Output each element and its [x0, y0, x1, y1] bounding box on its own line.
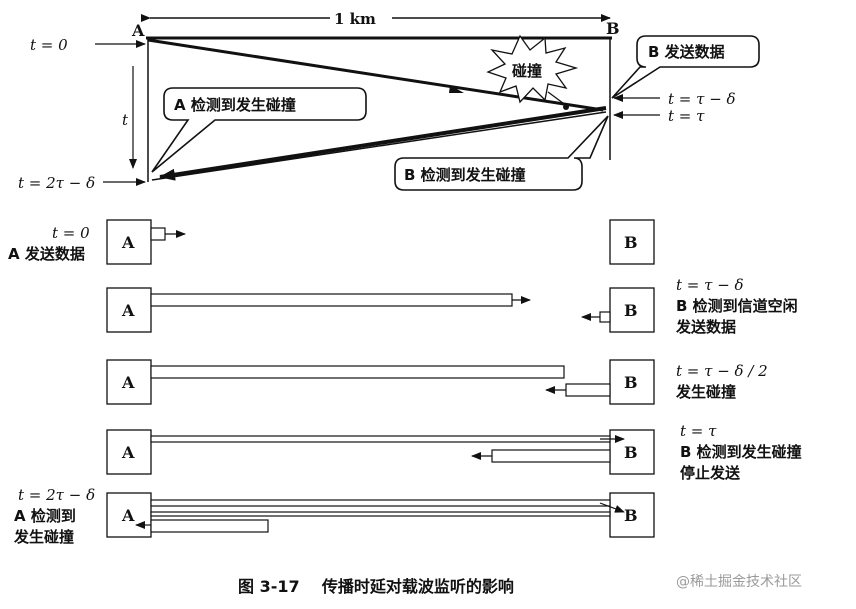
t-2tau-label: t = 2τ − δ	[18, 174, 95, 192]
time-axis-label: t	[122, 111, 129, 129]
station-a-label: A	[121, 443, 135, 462]
station-a-box	[106, 492, 152, 538]
station-a-label: A	[121, 233, 135, 252]
b-detects-callout	[394, 115, 609, 191]
timing-diagram: 1 km A B t = 0 t t = 2τ − δ 碰撞 A 检测到发生碰撞…	[18, 10, 760, 192]
station-b-label: B	[624, 506, 638, 525]
stage-row: A B t = τ B 检测到发生碰撞 停止发送	[106, 422, 802, 482]
station-b-label: B	[624, 373, 638, 392]
row5-left-line3: 发生碰撞	[13, 528, 74, 546]
row1-left-line1: t = 0	[52, 224, 90, 242]
station-b-label: B	[624, 233, 638, 252]
stage-row: A B t = τ − δ / 2 发生碰撞	[106, 359, 768, 405]
a-detects-label: A 检测到发生碰撞	[174, 96, 296, 114]
b-sends-label: B 发送数据	[648, 43, 725, 61]
timeline-a-label: A	[131, 21, 145, 40]
a-signal-bar	[150, 365, 565, 379]
row1-left-line2: A 发送数据	[8, 245, 85, 263]
station-b-box	[609, 359, 655, 405]
row2-right-line2: B 检测到信道空闲	[676, 297, 798, 315]
station-a-box	[106, 429, 152, 475]
a-signal-bar	[150, 293, 513, 307]
station-b-box	[609, 219, 655, 265]
a-signal-bar	[150, 435, 611, 443]
collision-pointer	[547, 91, 568, 107]
a-signal-arrow	[599, 502, 625, 513]
station-a-box	[106, 219, 152, 265]
row4-right-line3: 停止发送	[680, 464, 741, 482]
a-signal-line	[147, 38, 604, 112]
b-sends-callout	[611, 35, 760, 99]
stage-row: A B t = 0 A 发送数据	[8, 219, 655, 265]
a-signal-arrow	[449, 85, 464, 93]
t0-label: t = 0	[30, 36, 68, 54]
a-signal-bar	[150, 499, 611, 507]
b-signal-bar	[565, 383, 611, 397]
row2-right-line1: t = τ − δ	[676, 276, 744, 294]
b-detects-label: B 检测到发生碰撞	[404, 166, 526, 184]
row4-right-line1: t = τ	[680, 422, 717, 440]
row3-right-line2: 发生碰撞	[675, 383, 736, 401]
b-signal-bar	[491, 449, 611, 463]
b-signal-bar	[150, 519, 269, 533]
timeline-b-label: B	[606, 19, 620, 38]
distance-label: 1 km	[334, 10, 376, 28]
b-signal-bar	[599, 311, 611, 323]
collision-point	[563, 104, 569, 110]
a-signal-bar-2	[150, 511, 611, 517]
row2-right-line3: 发送数据	[675, 318, 736, 336]
row5-left-line1: t = 2τ − δ	[18, 486, 95, 504]
collision-burst-icon	[486, 34, 579, 104]
stage-row: A B t = τ − δ B 检测到信道空闲 发送数据	[106, 276, 798, 336]
t-tau-label: t = τ	[668, 107, 705, 125]
station-a-box	[106, 359, 152, 405]
collision-label: 碰撞	[512, 62, 542, 80]
a-signal-bar	[150, 227, 166, 241]
row3-right-line1: t = τ − δ / 2	[676, 362, 768, 380]
t-tau-minus-label: t = τ − δ	[668, 90, 736, 108]
row5-left-line2: A 检测到	[14, 507, 76, 525]
stage-row: A B t = 2τ − δ A 检测到 发生碰撞	[13, 486, 655, 546]
station-b-label: B	[624, 301, 638, 320]
station-a-label: A	[121, 373, 135, 392]
watermark: @稀土掘金技术社区	[676, 574, 802, 590]
station-b-box	[609, 287, 655, 333]
station-a-label: A	[121, 301, 135, 320]
row4-right-line2: B 检测到发生碰撞	[680, 443, 802, 461]
station-b-label: B	[624, 443, 638, 462]
b-signal-line-2	[151, 111, 607, 181]
a-detects-callout	[151, 87, 367, 173]
station-a-label: A	[121, 506, 135, 525]
figure-caption: 图 3-17 传播时延对载波监听的影响	[238, 577, 514, 596]
station-a-box	[106, 287, 152, 333]
b-signal-line	[159, 106, 607, 181]
